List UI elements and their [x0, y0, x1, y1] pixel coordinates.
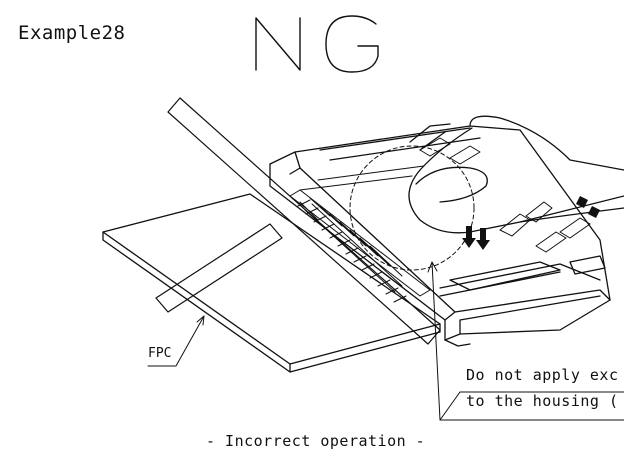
cross-out-x	[155, 97, 441, 345]
note-leader-line	[431, 261, 624, 421]
latch-details	[419, 137, 591, 253]
contact-teeth	[289, 165, 431, 303]
ng-mark	[255, 15, 379, 73]
note-line-1: Do not apply exc	[466, 366, 619, 384]
fpc-sheet	[102, 193, 441, 373]
example-title: Example28	[18, 22, 126, 44]
note-line-2: to the housing (	[466, 392, 619, 410]
connector-housing	[269, 123, 611, 347]
caption: - Incorrect operation -	[206, 432, 426, 450]
fpc-leader-line	[147, 315, 205, 367]
contact-area-circle	[349, 145, 475, 271]
press-arrows	[462, 196, 600, 250]
fpc-label: FPC	[148, 346, 172, 361]
